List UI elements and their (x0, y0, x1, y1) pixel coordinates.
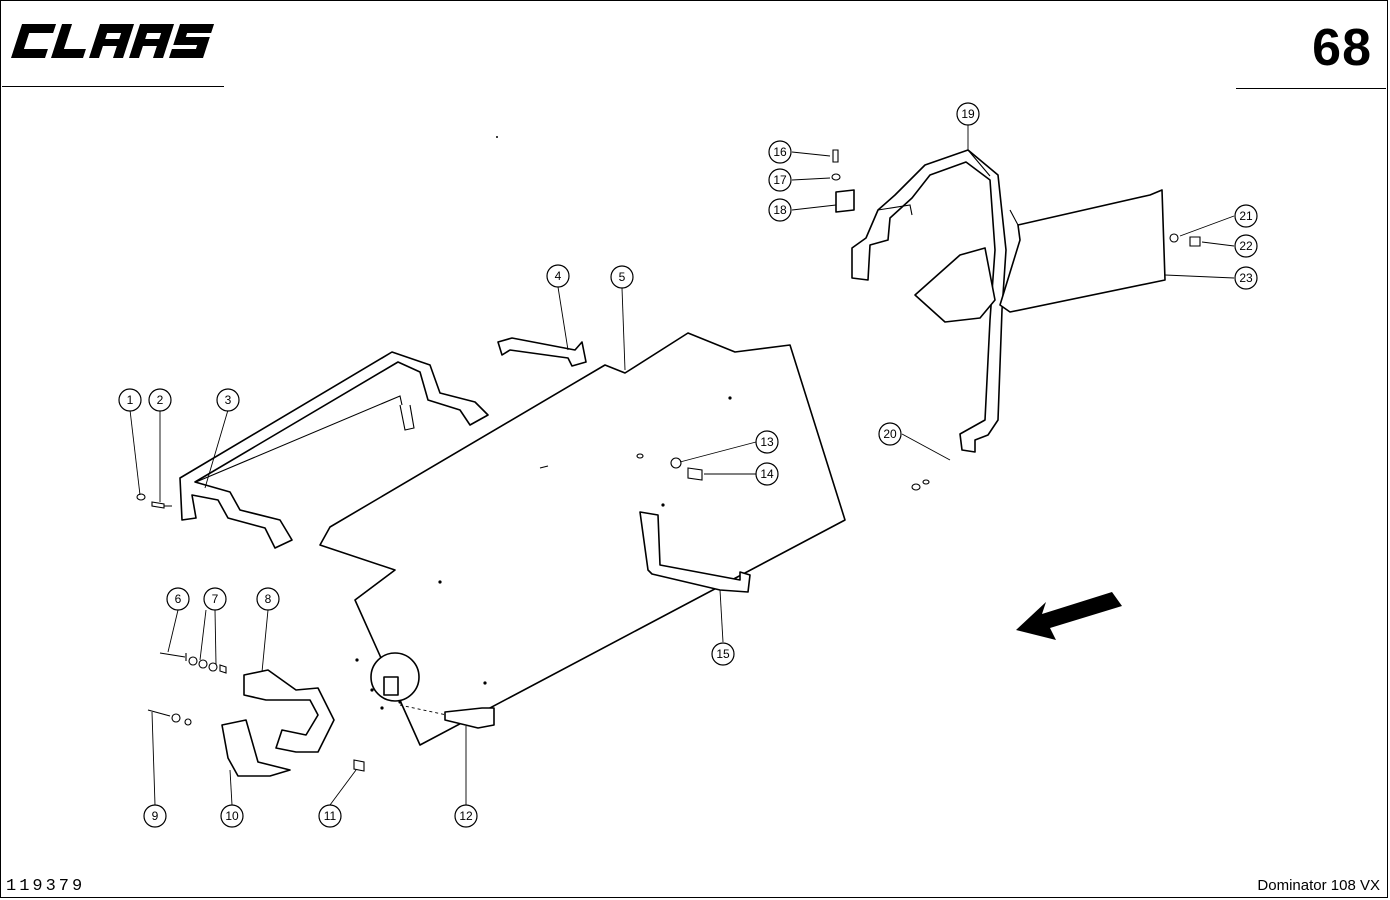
main-panel (319, 332, 846, 746)
svg-text:20: 20 (883, 427, 897, 441)
header-rule-left (2, 86, 224, 87)
tube-frame (851, 149, 1007, 453)
callout-5: 5 (610, 265, 634, 289)
leader-lines (129, 125, 1235, 806)
svg-text:2: 2 (157, 393, 164, 407)
svg-text:19: 19 (961, 107, 975, 121)
callout-14: 14 (755, 462, 779, 486)
callout-15: 15 (711, 642, 735, 666)
callout-2: 2 (148, 388, 172, 412)
callout-3: 3 (216, 388, 240, 412)
drawing-number: 119379 (6, 877, 86, 896)
callout-17: 17 (768, 168, 792, 192)
svg-text:6: 6 (175, 592, 182, 606)
callout-12: 12 (454, 804, 478, 828)
svg-text:8: 8 (265, 592, 272, 606)
svg-text:1: 1 (127, 393, 134, 407)
callout-19: 19 (956, 102, 980, 126)
callout-6: 6 (166, 587, 190, 611)
svg-text:14: 14 (760, 467, 774, 481)
svg-text:4: 4 (555, 269, 562, 283)
callout-23: 23 (1234, 266, 1258, 290)
svg-text:5: 5 (619, 270, 626, 284)
small-clip (835, 189, 855, 213)
callout-20: 20 (878, 422, 902, 446)
bracket-frame (179, 351, 489, 549)
svg-text:10: 10 (225, 809, 239, 823)
curved-shield (914, 247, 996, 323)
svg-text:11: 11 (324, 809, 337, 823)
model-name: Dominator 108 VX (1257, 877, 1380, 894)
callout-9: 9 (143, 804, 167, 828)
svg-text:9: 9 (152, 809, 159, 823)
callout-21: 21 (1234, 204, 1258, 228)
header-rule-right (1236, 88, 1386, 89)
svg-text:22: 22 (1239, 239, 1253, 253)
side-plate (999, 189, 1166, 313)
callout-7: 7 (203, 587, 227, 611)
callout-18: 18 (768, 198, 792, 222)
page-number: 68 (1312, 19, 1372, 77)
svg-text:21: 21 (1239, 209, 1253, 223)
callout-22: 22 (1234, 234, 1258, 258)
callout-8: 8 (256, 587, 280, 611)
claas-logo (11, 24, 215, 58)
svg-text:15: 15 (716, 647, 730, 661)
svg-text:3: 3 (225, 393, 232, 407)
svg-text:18: 18 (773, 203, 787, 217)
callout-4: 4 (546, 264, 570, 288)
fastener-group-left (136, 453, 930, 772)
svg-text:23: 23 (1239, 271, 1253, 285)
svg-text:17: 17 (773, 173, 787, 187)
svg-text:13: 13 (760, 435, 774, 449)
direction-arrow-icon (1016, 592, 1122, 640)
svg-text:7: 7 (212, 592, 219, 606)
angle-bracket (639, 511, 751, 593)
small-bracket (497, 337, 587, 367)
upper-guard (243, 669, 335, 753)
callout-11: 11 (318, 804, 342, 828)
svg-text:16: 16 (773, 145, 787, 159)
callout-10: 10 (220, 804, 244, 828)
callout-13: 13 (755, 430, 779, 454)
callout-1: 1 (118, 388, 142, 412)
bottom-strip (444, 707, 495, 729)
callout-16: 16 (768, 140, 792, 164)
lower-guard (221, 719, 291, 777)
svg-text:12: 12 (459, 809, 473, 823)
